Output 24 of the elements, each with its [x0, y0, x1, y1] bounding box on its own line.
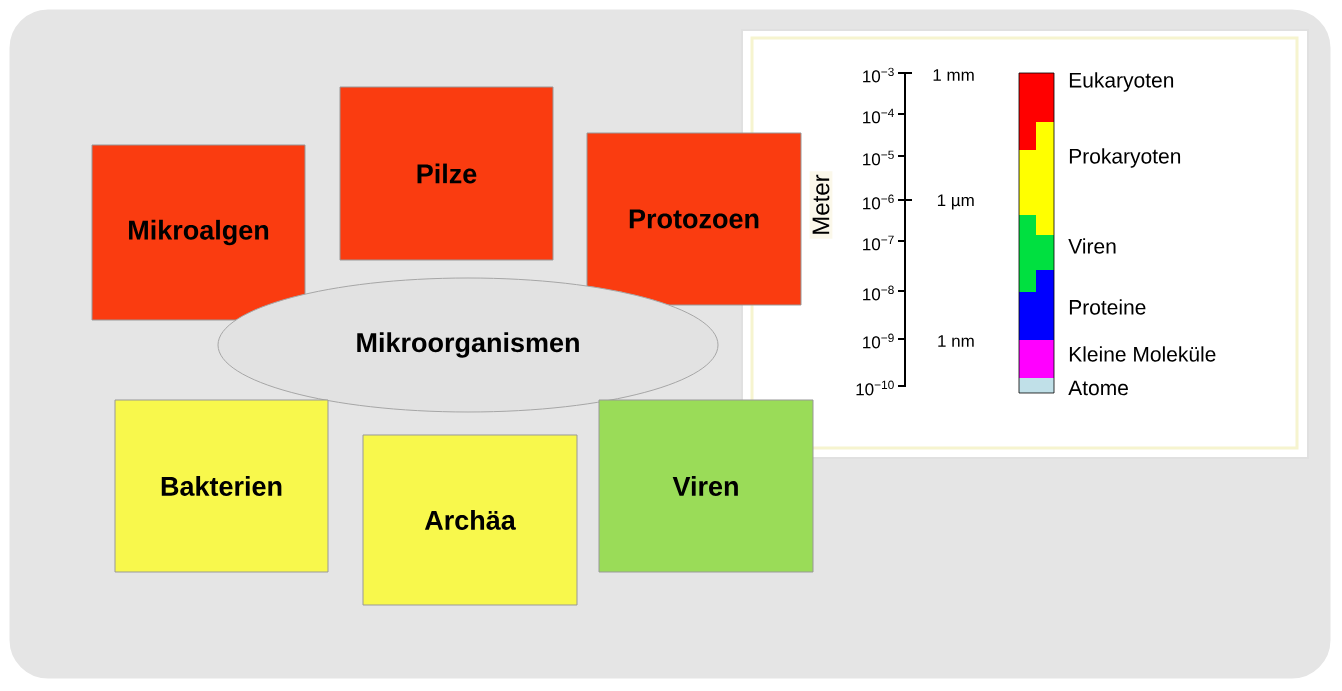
axis-title: Meter: [809, 171, 833, 239]
legend-label: Eukaryoten: [1069, 72, 1174, 92]
tick-label: 10$^{−6}$: [863, 194, 894, 210]
tick-label: 10$^{−4}$: [863, 108, 894, 124]
unit-label: 1 nm: [938, 335, 974, 347]
legend-label: Viren: [1068, 238, 1116, 254]
category-box: Mikroalgen: [91, 144, 306, 321]
unit-label: 1 µm: [937, 194, 974, 210]
category-box: Bakterien: [114, 399, 329, 573]
category-box: Protozoen: [586, 132, 802, 306]
legend-label: Proteine: [1069, 299, 1146, 315]
category-box: Viren: [598, 399, 814, 573]
tick-label: 10$^{−7}$: [863, 235, 894, 251]
legend-label: Kleine Moleküle: [1069, 346, 1216, 362]
tick-label: 10$^{−8}$: [863, 285, 894, 301]
category-box: Pilze: [339, 86, 554, 261]
unit-label: 1 mm: [933, 69, 974, 81]
tick-label: 10$^{−10}$: [856, 380, 894, 396]
legend-label: Prokaryoten: [1069, 148, 1181, 168]
legend-label: Atome: [1068, 380, 1128, 396]
tick-label: 10$^{−9}$: [863, 333, 894, 349]
category-box: Archäa: [362, 434, 578, 606]
tick-label: 10$^{−5}$: [863, 150, 894, 166]
tick-label: 10$^{−3}$: [863, 67, 894, 83]
